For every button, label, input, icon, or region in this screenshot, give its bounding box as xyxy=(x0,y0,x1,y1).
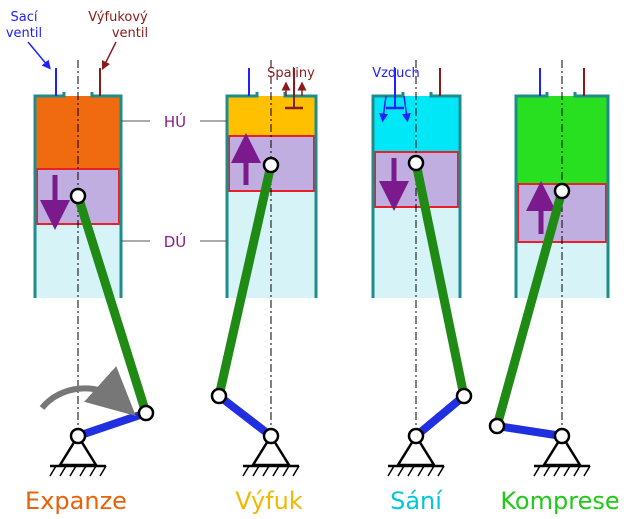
stroke-label-sani: Sání xyxy=(390,487,443,515)
ground-hatch xyxy=(533,465,591,477)
crank-pin xyxy=(210,387,228,405)
tdc-label: HÚ xyxy=(164,112,186,131)
exhaust-valve-pointer xyxy=(101,41,117,71)
exhaust-valve-label-line1: Výfukový xyxy=(88,10,148,25)
cylinder-wall xyxy=(514,92,610,298)
intake-valve-label-line2: ventil xyxy=(6,26,42,41)
piston-pin xyxy=(69,187,87,205)
exhaust-valve-label-line2: ventil xyxy=(112,26,148,41)
stroke-label-komprese: Komprese xyxy=(500,487,619,515)
exhaust-gases-label: Spaliny xyxy=(267,66,315,81)
ground-hatch xyxy=(387,465,445,477)
cylinder-wall xyxy=(371,92,462,298)
cylinder-wall xyxy=(33,92,123,298)
cylinder-expanze xyxy=(33,60,155,477)
cylinder-wall xyxy=(225,92,318,298)
piston-pin xyxy=(553,182,571,200)
crankshaft-center xyxy=(262,427,280,445)
cylinder-komprese xyxy=(488,60,610,477)
cylinder-sani xyxy=(371,60,473,477)
crank xyxy=(74,409,150,440)
air-flow-arrow xyxy=(401,95,411,123)
crank-pin xyxy=(137,404,155,422)
piston-pin xyxy=(407,154,425,172)
crank xyxy=(412,392,468,440)
intake-valve-pointer xyxy=(27,41,51,70)
bdc-label: DÚ xyxy=(164,232,187,251)
crank xyxy=(493,422,566,440)
ground-hatch xyxy=(242,465,300,477)
piston-pin xyxy=(262,156,280,174)
crank-pin xyxy=(455,387,473,405)
connecting-rod xyxy=(411,158,469,401)
rotation-arrow xyxy=(39,366,136,417)
crankshaft-center xyxy=(69,427,87,445)
air-flow-arrow xyxy=(379,95,389,123)
stroke-label-expanze: Expanze xyxy=(25,487,127,515)
ground-hatch xyxy=(49,465,107,477)
crank-pin xyxy=(488,417,506,435)
crankshaft-center xyxy=(553,427,571,445)
crank xyxy=(215,392,275,440)
connecting-rod xyxy=(214,160,276,401)
connecting-rod xyxy=(492,186,567,431)
intake-valve-label-line1: Sací xyxy=(11,10,38,25)
stroke-label-vyfuk: Výfuk xyxy=(235,487,303,515)
crankshaft-center xyxy=(407,427,425,445)
air-label: Vzduch xyxy=(372,66,420,81)
cylinder-vyfuk xyxy=(210,60,318,477)
